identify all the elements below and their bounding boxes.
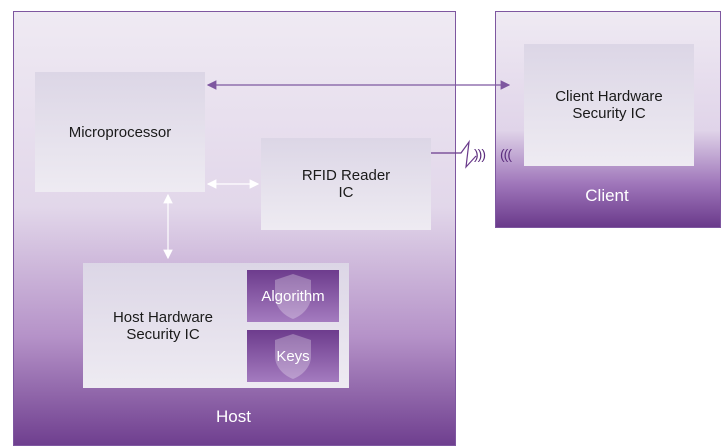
antenna-icon (431, 139, 477, 169)
microprocessor-label: Microprocessor (68, 123, 172, 141)
algorithm-label: Algorithm (261, 287, 325, 305)
client-security-block: Client Hardware Security IC (524, 44, 694, 166)
keys-tile: Keys (247, 330, 339, 382)
rf-signal-in: ((( (500, 146, 512, 162)
host-security-label: Host Hardware Security IC (112, 308, 214, 343)
rfid-reader-label: RFID Reader IC (301, 167, 391, 201)
rfid-reader-block: RFID Reader IC (261, 138, 431, 230)
algorithm-tile: Algorithm (247, 270, 339, 322)
shield-icon (275, 274, 311, 319)
shield-icon (275, 334, 311, 379)
keys-label: Keys (276, 347, 310, 365)
client-caption: Client (585, 186, 629, 205)
client-security-label: Client Hardware Security IC (555, 88, 663, 122)
rf-signal-out: ))) (474, 146, 486, 162)
microprocessor-block: Microprocessor (35, 72, 205, 192)
host-caption: Host (216, 407, 251, 426)
